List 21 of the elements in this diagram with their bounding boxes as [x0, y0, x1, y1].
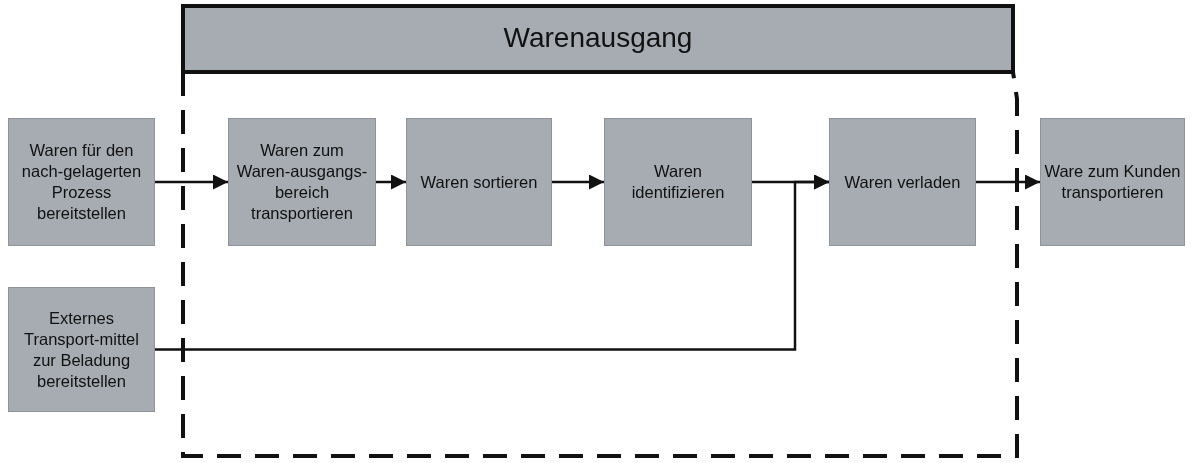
box-label: Waren sortieren: [419, 171, 539, 193]
box-label: Ware zum Kunden transportieren: [1043, 161, 1182, 203]
box-label: Waren identifizieren: [630, 161, 726, 203]
process-region: [181, 4, 1020, 460]
process-box: [406, 118, 552, 246]
box-label: Waren verladen: [843, 171, 962, 193]
region-title: Warenausgang: [502, 22, 694, 54]
process-box: [1040, 118, 1185, 246]
box-label: Waren für den nach-gelagerten Prozess bereitstellen: [20, 140, 143, 224]
arrow: [976, 174, 1040, 190]
process-box: [829, 118, 976, 246]
process-box: [604, 118, 752, 246]
arrow: [155, 174, 829, 351]
arrow: [155, 174, 228, 190]
process-box: [8, 118, 155, 246]
arrow: [376, 174, 406, 190]
arrow: [552, 174, 604, 190]
process-box: [228, 118, 376, 246]
process-box: [8, 287, 155, 412]
box-label: Externes Transport-mittel zur Beladung bereitstellen: [23, 307, 140, 392]
box-label: Waren zum Waren-ausgangs-bereich transportieren: [235, 140, 369, 224]
